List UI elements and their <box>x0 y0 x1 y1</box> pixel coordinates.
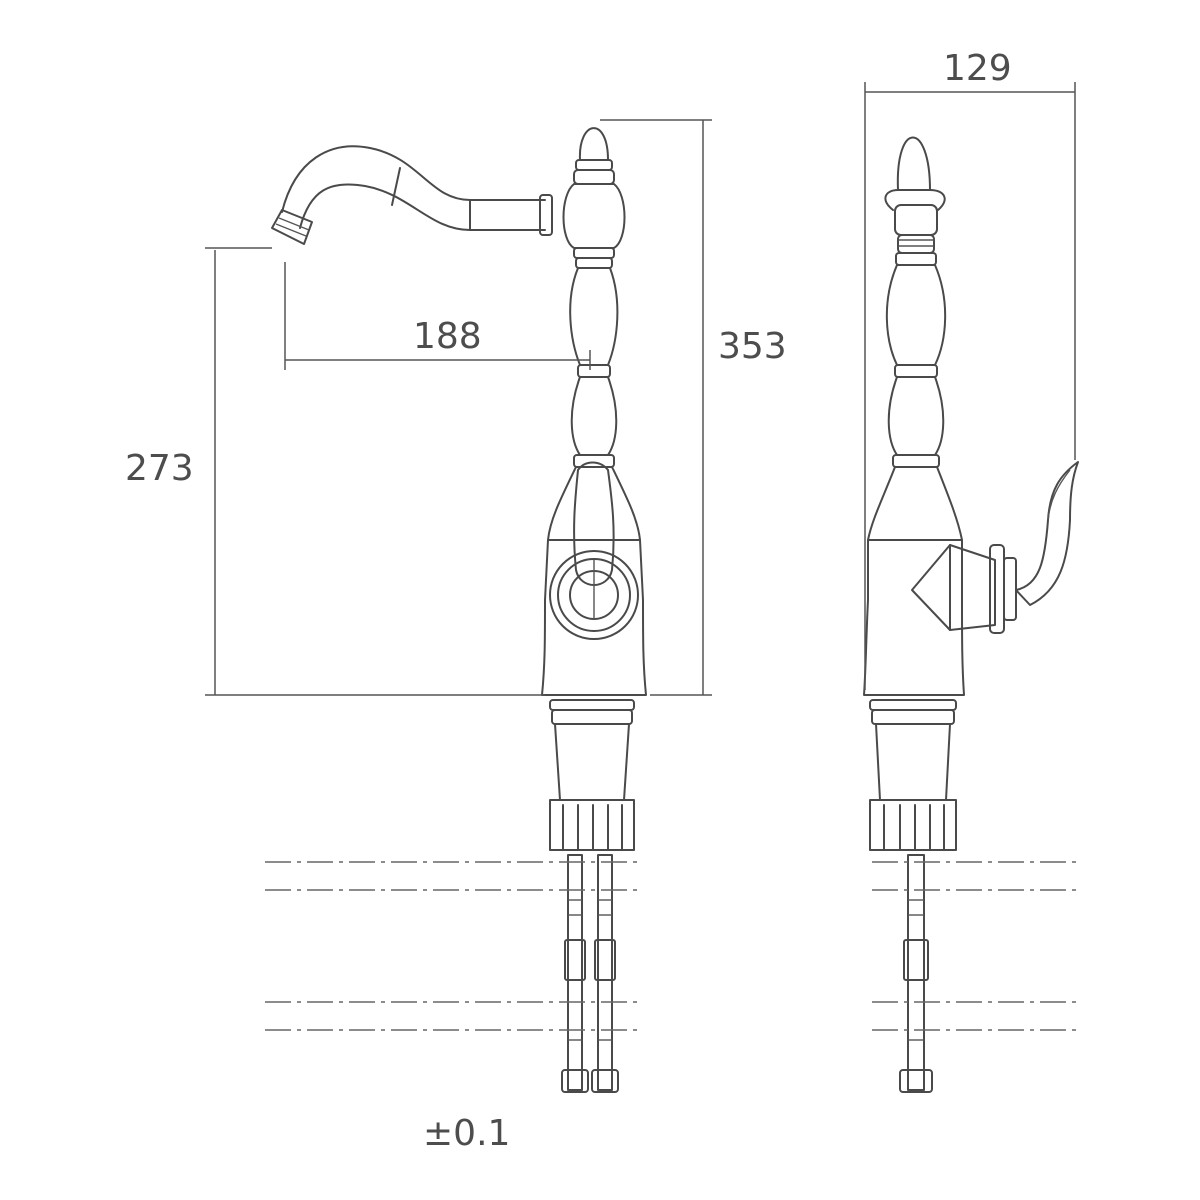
dimension-label-188: 188 <box>413 316 482 357</box>
supply-hoses <box>561 854 619 1093</box>
tolerance-label: ±0.1 <box>423 1113 510 1154</box>
dimension-overall-height: 353 <box>600 119 787 696</box>
front-mounting-lines <box>265 861 640 1031</box>
dimension-label-129: 129 <box>943 48 1012 89</box>
dimension-spout-reach: 188 <box>284 262 591 370</box>
dimension-spout-height: 273 <box>125 247 545 696</box>
base-and-shank <box>549 699 635 851</box>
side-mounting-lines <box>872 861 1078 1031</box>
side-supply-hose <box>899 854 933 1093</box>
front-view: 273 188 353 <box>125 119 787 1093</box>
side-spout <box>884 136 946 254</box>
side-view: 129 <box>863 48 1079 1093</box>
lever-handle <box>549 461 639 640</box>
spout <box>271 145 553 245</box>
body-column <box>541 127 647 696</box>
dimension-label-273: 273 <box>125 448 194 489</box>
side-lever-handle <box>911 461 1079 634</box>
dimension-side-width: 129 <box>864 48 1076 690</box>
dimension-label-353: 353 <box>718 326 787 367</box>
side-column <box>863 252 965 696</box>
side-base-and-shank <box>869 699 957 851</box>
